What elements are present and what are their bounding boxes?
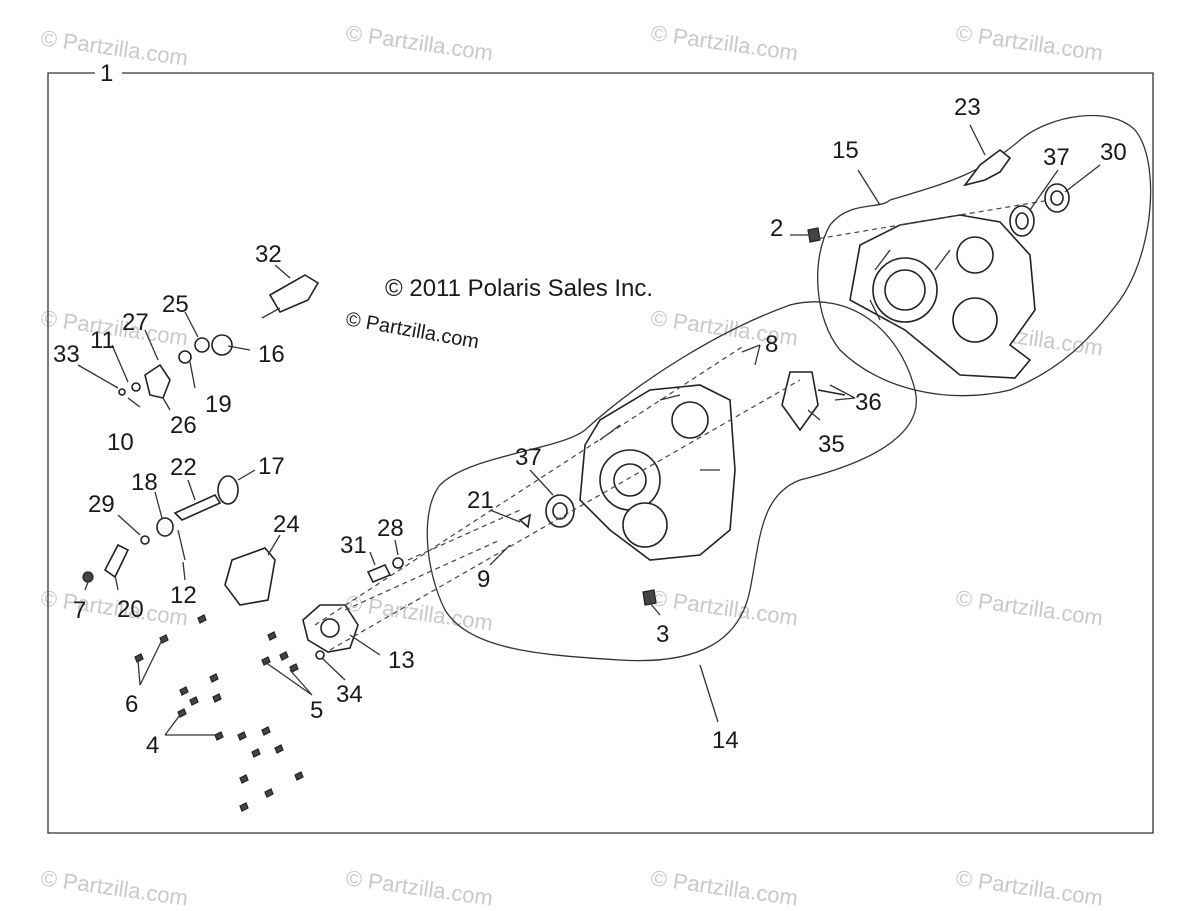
callout-32: 32 (255, 241, 282, 268)
sensor-31 (366, 563, 392, 584)
right-case-housing (849, 214, 1036, 379)
group-outline-14 (426, 301, 917, 662)
callout-14: 14 (712, 727, 739, 754)
callout-16: 16 (258, 341, 285, 368)
assembly-line (344, 539, 501, 611)
lever-18 (156, 517, 174, 537)
watermark-layer: © Partzilla.com © Partzilla.com © Partzi… (39, 20, 1104, 910)
watermark: © Partzilla.com (649, 20, 799, 65)
callout-36: 36 (855, 389, 882, 416)
shift-drum-shaft (261, 307, 281, 319)
watermark: © Partzilla.com (344, 865, 494, 910)
o-ring-28 (392, 557, 404, 569)
callout-20: 20 (117, 596, 144, 623)
callout-29: 29 (88, 491, 115, 518)
watermark: © Partzilla.com (39, 865, 189, 910)
copyright-text: © 2011 Polaris Sales Inc. (385, 275, 653, 302)
clip-33 (118, 388, 126, 396)
washer-11 (131, 382, 141, 392)
callout-28: 28 (377, 515, 404, 542)
assembly-line (329, 379, 801, 651)
group-outline-15 (817, 114, 1152, 397)
pin-21 (518, 513, 532, 529)
bracket-23 (963, 148, 1012, 187)
callout-9: 9 (477, 566, 490, 593)
callout-5: 5 (310, 697, 323, 724)
callout-4: 4 (146, 732, 159, 759)
bracket-24 (224, 547, 276, 606)
bolt-36 (817, 389, 846, 396)
callout-15: 15 (832, 137, 859, 164)
plug-3 (642, 589, 657, 606)
bearing-25 (194, 337, 210, 353)
watermark: © Partzilla.com (954, 865, 1104, 910)
assembly-border (47, 72, 1154, 834)
leader-lines (77, 124, 1101, 736)
pin-34 (315, 650, 325, 660)
callout-1: 1 (100, 60, 113, 87)
callout-35: 35 (818, 431, 845, 458)
callout-24: 24 (273, 511, 300, 538)
seal-37-center-inner (552, 502, 568, 520)
watermark: © Partzilla.com (344, 590, 494, 635)
center-case-housing (579, 384, 736, 561)
watermark: © Partzilla.com (344, 20, 494, 65)
gear-16 (211, 334, 233, 356)
watermark: © Partzilla.com (39, 585, 189, 630)
callout-12: 12 (170, 582, 197, 609)
callout-27: 27 (122, 309, 149, 336)
callout-11: 11 (90, 327, 115, 354)
gasket-35 (781, 371, 819, 432)
callout-22: 22 (170, 454, 197, 481)
callout-8: 8 (765, 331, 778, 358)
cover-13-boss (320, 618, 340, 638)
callout-37-right: 37 (1043, 144, 1070, 171)
callout-30: 30 (1100, 139, 1127, 166)
callout-31: 31 (340, 532, 367, 559)
callout-26: 26 (170, 412, 197, 439)
seal-37-right-inner (1015, 212, 1029, 230)
assembly-line (809, 199, 1051, 241)
watermark: © Partzilla.com (954, 20, 1104, 65)
callout-7: 7 (73, 597, 86, 624)
assembly-line (407, 509, 521, 561)
assembly-line (314, 344, 746, 626)
plug-2 (807, 227, 821, 243)
bearing-30-inner (1050, 190, 1064, 206)
gear-17 (217, 475, 239, 505)
partzilla-mark: © Partzilla.com (344, 308, 481, 353)
lever-20 (103, 543, 130, 579)
watermark: © Partzilla.com (649, 585, 799, 630)
callout-37-center: 37 (515, 444, 542, 471)
callout-33: 33 (53, 341, 80, 368)
callout-3: 3 (656, 621, 669, 648)
callout-labels: 1 2 3 4 5 6 7 8 9 10 11 12 13 14 15 16 1… (53, 60, 1127, 759)
spring-12 (177, 529, 186, 561)
watermark: © Partzilla.com (39, 25, 189, 70)
callout-34: 34 (336, 681, 363, 708)
callout-6: 6 (125, 691, 138, 718)
callout-18: 18 (131, 469, 158, 496)
callout-13: 13 (388, 647, 415, 674)
callout-21: 21 (467, 487, 494, 514)
shift-shaft-22 (173, 493, 222, 521)
callout-23: 23 (954, 94, 981, 121)
callout-19: 19 (205, 391, 232, 418)
bolt-group (134, 614, 304, 812)
shift-drum-32 (268, 274, 320, 314)
watermark: © Partzilla.com (649, 865, 799, 910)
callout-17: 17 (258, 453, 285, 480)
washer-19 (178, 350, 192, 364)
detent-arm-26 (144, 363, 171, 399)
callout-2: 2 (770, 215, 783, 242)
callout-25: 25 (162, 291, 189, 318)
watermark: © Partzilla.com (954, 585, 1104, 630)
nut-7 (82, 571, 94, 583)
callout-10: 10 (107, 429, 134, 456)
washer-29 (140, 535, 150, 545)
